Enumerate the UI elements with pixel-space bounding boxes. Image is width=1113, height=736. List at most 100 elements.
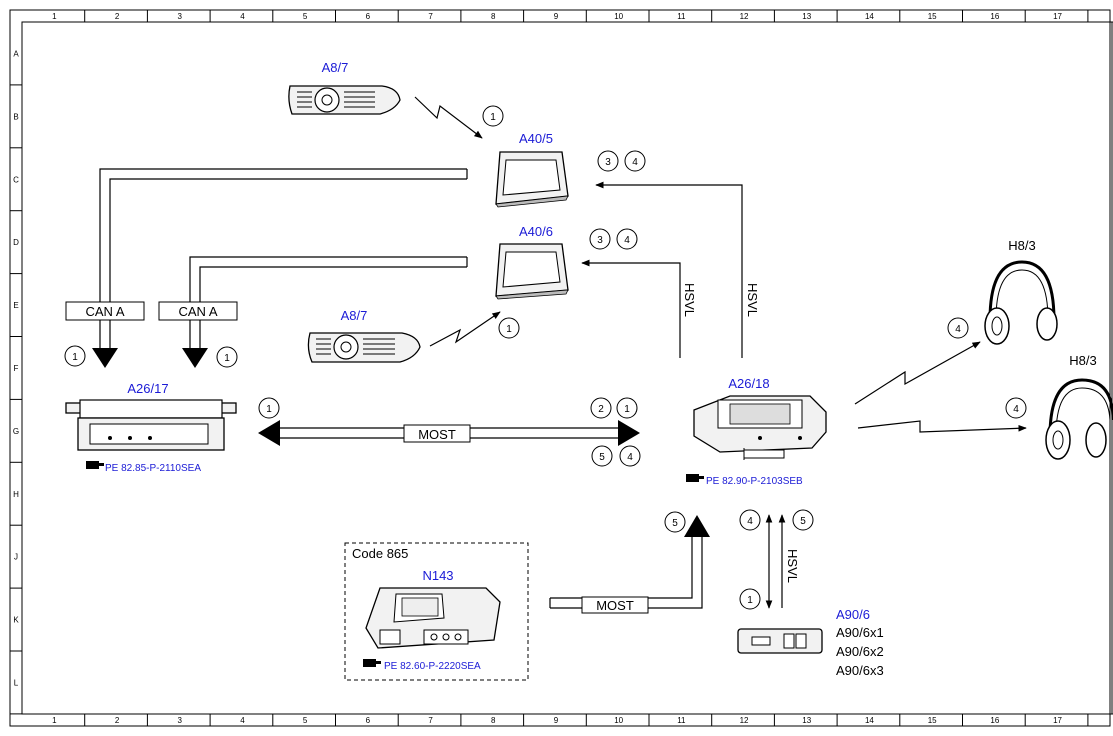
tuner-box-ref-text: PE 82.60-P-2220SEA (384, 661, 481, 672)
unit-right-ref-text: PE 82.90-P-2103SEB (706, 476, 803, 487)
grid-column-number: 16 (990, 716, 999, 725)
marker: 4 (616, 228, 638, 250)
svg-text:1: 1 (624, 404, 630, 415)
grid-column-number: 3 (178, 716, 183, 725)
marker: 4 (624, 150, 646, 172)
grid-column-number: 2 (115, 716, 120, 725)
grid-row-letter: E (13, 301, 18, 310)
most-bus-main: MOST (258, 420, 640, 446)
headphones-lower (1045, 378, 1113, 460)
pointing-hand-icon (86, 461, 104, 469)
grid-column-number: 8 (491, 716, 496, 725)
inner-frame (21, 21, 1113, 715)
marker: 5 (591, 445, 613, 467)
svg-text:1: 1 (747, 595, 753, 606)
svg-text:4: 4 (955, 324, 961, 335)
grid-column-number: 2 (115, 12, 120, 21)
tuner-box-label: N143 (422, 568, 453, 583)
pointing-hand-icon (686, 474, 704, 482)
marker: 5 (792, 509, 814, 531)
grid-row-letter: A (13, 49, 19, 58)
display-upper (495, 151, 569, 208)
grid-column-number: 4 (240, 12, 245, 21)
grid-column-number: 7 (428, 716, 433, 725)
marker: 2 (590, 397, 612, 419)
grid-column-number: 17 (1053, 716, 1062, 725)
svg-text:4: 4 (747, 516, 753, 527)
remote-top-label: A8/7 (322, 60, 349, 75)
usb-module-label: A90/6 (836, 607, 870, 622)
unit-left-label: A26/17 (127, 381, 168, 396)
grid-column-number: 16 (990, 12, 999, 21)
marker: 4 (1005, 397, 1027, 419)
most-label-lower: MOST (596, 598, 634, 613)
grid-row-letter: F (14, 364, 19, 373)
usb-variant-3: A90/6x3 (836, 663, 884, 678)
most-bus-lower: MOST (549, 515, 710, 614)
wireless-links (414, 96, 1027, 433)
can-a-bus-left (92, 168, 468, 368)
svg-text:4: 4 (627, 452, 633, 463)
svg-text:5: 5 (672, 518, 678, 529)
grid-row-letter: G (13, 427, 19, 436)
remote-control-top (288, 85, 401, 115)
marker: 1 (258, 397, 280, 419)
grid-row-letter: J (14, 553, 18, 562)
svg-text:1: 1 (224, 353, 230, 364)
grid-row-letter: C (13, 175, 19, 184)
remote-bottom-label: A8/7 (341, 308, 368, 323)
grid-row-letter: K (13, 616, 19, 625)
grid-column-number: 13 (802, 12, 811, 21)
unit-left-ref: PE 82.85-P-2110SEA (86, 461, 201, 474)
marker: 1 (616, 397, 638, 419)
marker: 4 (739, 509, 761, 531)
marker: 3 (589, 228, 611, 250)
grid-column-number: 12 (740, 12, 749, 21)
svg-text:2: 2 (598, 404, 604, 415)
usb-module-device (737, 628, 823, 654)
unit-left-device (65, 399, 237, 451)
grid-row-letter: L (14, 678, 19, 687)
marker: 1 (739, 588, 761, 610)
svg-text:4: 4 (624, 235, 630, 246)
marker: 4 (619, 445, 641, 467)
marker: 3 (597, 150, 619, 172)
grid-column-number: 5 (303, 716, 308, 725)
grid-column-number: 9 (554, 12, 559, 21)
grid-column-number: 1 (52, 716, 57, 725)
can-a-text-left: CAN A (85, 304, 124, 319)
grid-column-number: 14 (865, 12, 874, 21)
grid-column-number: 6 (366, 716, 371, 725)
svg-text:4: 4 (632, 157, 638, 168)
grid-column-number: 10 (614, 716, 623, 725)
headphones-upper-label: H8/3 (1008, 238, 1035, 253)
grid-row-letter: H (13, 490, 19, 499)
headphones-lower-label: H8/3 (1069, 353, 1096, 368)
unit-left-ref-text: PE 82.85-P-2110SEA (105, 463, 201, 474)
svg-text:1: 1 (266, 404, 272, 415)
tuner-box-device (365, 587, 501, 649)
grid-column-number: 15 (928, 12, 937, 21)
marker: 1 (216, 346, 238, 368)
marker: 1 (482, 105, 504, 127)
grid-column-number: 13 (802, 716, 811, 725)
hsvl-label-c: HSVL (785, 549, 800, 583)
svg-text:3: 3 (597, 235, 603, 246)
usb-variant-2: A90/6x2 (836, 644, 884, 659)
pointing-hand-icon (363, 659, 381, 667)
display-lower (495, 243, 569, 300)
unit-right-ref: PE 82.90-P-2103SEB (686, 474, 803, 487)
hsvl-label-b: HSVL (682, 283, 697, 317)
option-box (344, 542, 529, 681)
grid-column-number: 4 (240, 716, 245, 725)
unit-right-device (693, 395, 827, 460)
grid-column-number: 3 (178, 12, 183, 21)
marker: 4 (947, 317, 969, 339)
tuner-box-ref: PE 82.60-P-2220SEA (363, 659, 481, 672)
grid-column-number: 9 (554, 716, 559, 725)
headphones-upper (984, 260, 1058, 345)
svg-text:1: 1 (506, 324, 512, 335)
